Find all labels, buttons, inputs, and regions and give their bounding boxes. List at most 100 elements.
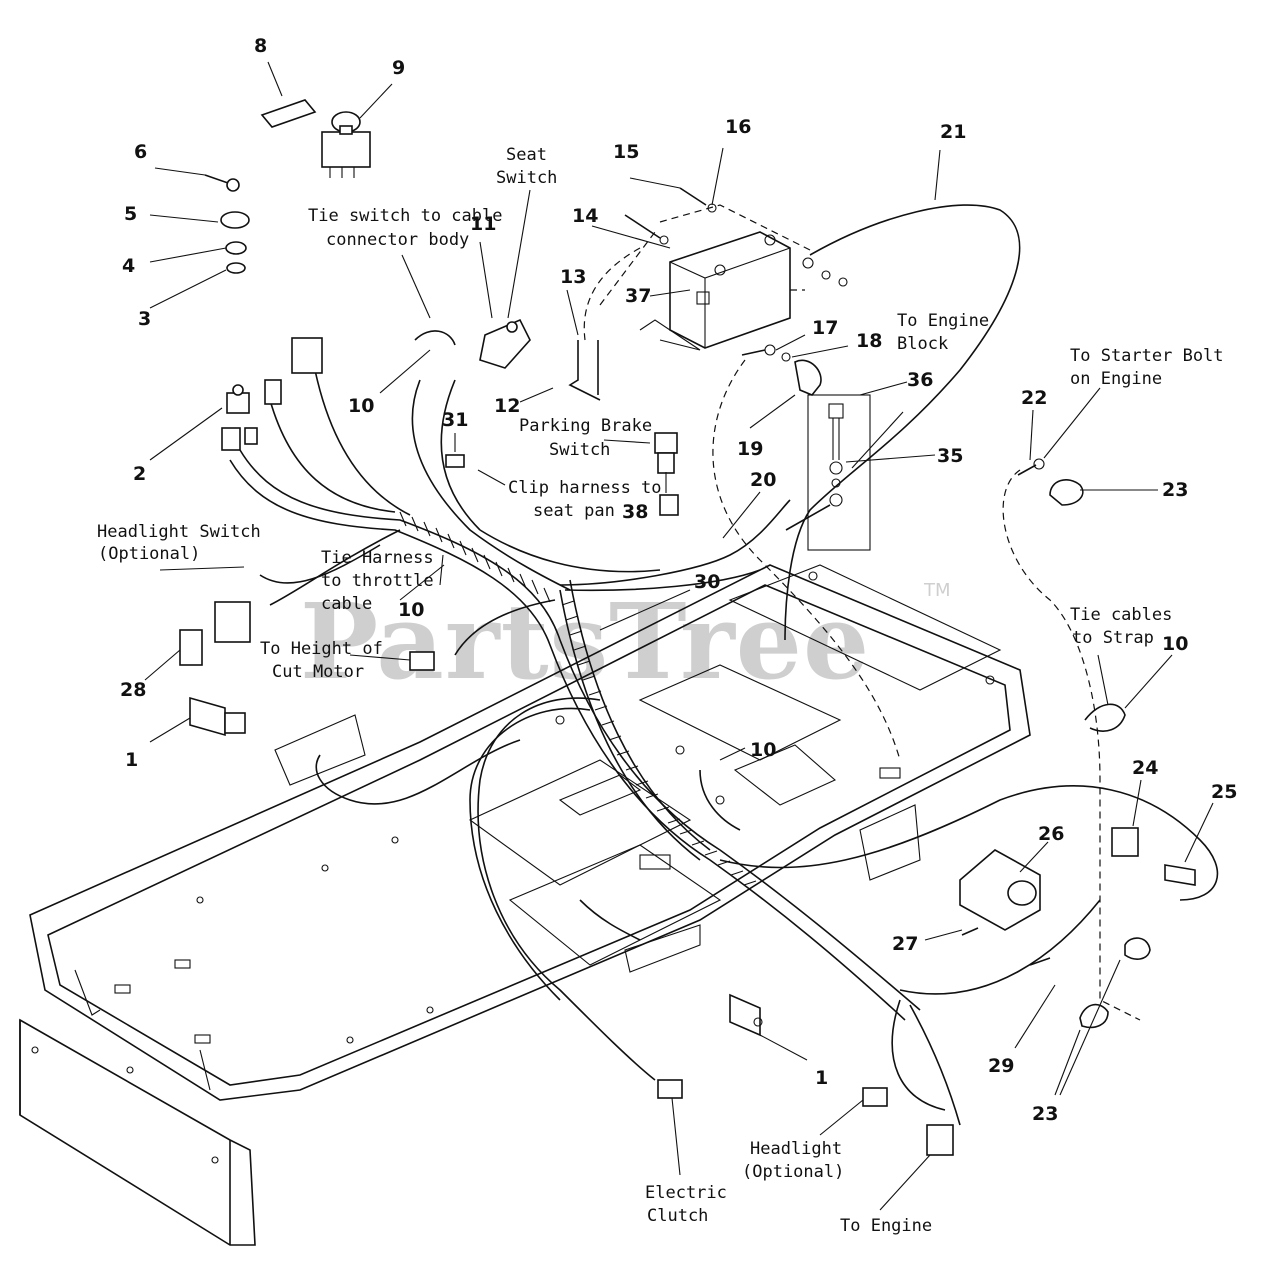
engine-block-bolt <box>828 403 844 507</box>
callout-16: 16 <box>725 116 751 138</box>
part-26-solenoid <box>959 849 1041 931</box>
callout-26: 26 <box>1038 823 1064 845</box>
callout-6: 6 <box>134 141 147 163</box>
connector-b <box>264 379 282 405</box>
label-headlight-1: Headlight <box>750 1139 842 1159</box>
callout-23-a: 23 <box>1162 479 1188 501</box>
part-23-boot-top <box>1049 479 1084 506</box>
headlight-connector <box>862 1087 888 1107</box>
callout-36: 36 <box>907 369 933 391</box>
part-5-bezel <box>220 211 250 229</box>
part-2-ignition-switch <box>221 384 258 451</box>
label-clip-2: seat pan <box>533 501 615 521</box>
watermark-tm: TM <box>923 580 951 601</box>
part-31-clip <box>445 454 465 468</box>
part-38-connector <box>659 494 679 516</box>
label-headlight-switch-2: (Optional) <box>98 544 200 564</box>
callout-21: 21 <box>940 121 966 143</box>
label-parking-2: Switch <box>549 440 610 460</box>
callouts: 8 9 6 5 4 3 11 10 2 13 12 31 14 15 16 37… <box>120 35 1237 1125</box>
height-cut-connector <box>409 651 435 671</box>
connector-a <box>291 337 323 374</box>
callout-27: 27 <box>892 933 918 955</box>
callout-24: 24 <box>1132 757 1158 779</box>
callout-29: 29 <box>988 1055 1014 1077</box>
callout-19: 19 <box>737 438 763 460</box>
label-starter-2: on Engine <box>1070 369 1162 389</box>
part-22-bolt <box>1017 464 1037 476</box>
part-8-cover <box>260 99 317 128</box>
part-10-tie-strap <box>414 330 456 346</box>
callout-1-a: 1 <box>125 749 138 771</box>
label-height-cut-2: Cut Motor <box>272 662 364 682</box>
callout-10-b: 10 <box>1162 633 1188 655</box>
part-13-rod <box>568 340 601 401</box>
part-6-key <box>204 174 240 192</box>
label-parking-1: Parking Brake <box>519 416 652 436</box>
electric-clutch-connector <box>657 1079 683 1099</box>
part-24-switch <box>1111 827 1139 857</box>
part-27-screw <box>961 927 979 936</box>
cable-21 <box>784 204 1021 641</box>
callout-18: 18 <box>856 330 882 352</box>
part-3-washer <box>226 262 246 274</box>
label-tie-harness-1: Tie Harness <box>321 548 434 568</box>
callout-10-c: 10 <box>398 599 424 621</box>
strap-10-right <box>1084 703 1126 732</box>
label-clip-1: Clip harness to <box>508 478 662 498</box>
part-23-boot-b <box>1079 1003 1109 1029</box>
label-clutch-2: Clutch <box>647 1206 708 1226</box>
label-seat-switch-2: Switch <box>496 168 557 188</box>
callout-8: 8 <box>254 35 267 57</box>
callout-11: 11 <box>470 213 496 235</box>
part-23-boot-a <box>1124 937 1151 960</box>
label-tie-cables-2: to Strap <box>1072 628 1154 648</box>
label-tie-switch-1: Tie switch to cable <box>308 206 502 226</box>
battery-strap-outline <box>583 247 641 341</box>
headlight-switch-connector <box>214 601 251 643</box>
conduit-wrap <box>399 511 757 886</box>
callout-23-b: 23 <box>1032 1103 1058 1125</box>
callout-14: 14 <box>572 205 598 227</box>
label-height-cut-1: To Height of <box>260 639 383 659</box>
callout-1-b: 1 <box>815 1067 828 1089</box>
label-headlight-2: (Optional) <box>742 1162 844 1182</box>
part-28-rocker-switch <box>179 629 203 666</box>
main-harness <box>229 369 1219 1126</box>
label-seat-switch-1: Seat <box>506 145 547 165</box>
label-engine-block-2: Block <box>897 334 948 354</box>
callout-31: 31 <box>442 409 468 431</box>
callout-20: 20 <box>750 469 776 491</box>
callout-17: 17 <box>812 317 838 339</box>
label-to-engine: To Engine <box>840 1216 932 1236</box>
callout-30: 30 <box>694 571 720 593</box>
part-9-pto-switch <box>321 111 371 178</box>
callout-9: 9 <box>392 57 405 79</box>
part-25-connector <box>1164 864 1196 886</box>
part-1-light <box>189 696 246 737</box>
callout-10-a: 10 <box>348 395 374 417</box>
label-starter-1: To Starter Bolt <box>1070 346 1224 366</box>
label-clutch-1: Electric <box>645 1183 727 1203</box>
callout-28: 28 <box>120 679 146 701</box>
to-engine-connector <box>926 1124 954 1156</box>
label-headlight-switch-1: Headlight Switch <box>97 522 261 542</box>
callout-25: 25 <box>1211 781 1237 803</box>
callout-12: 12 <box>494 395 520 417</box>
starter-cable <box>1002 469 1141 1021</box>
part-29-bolt <box>1029 957 1051 966</box>
label-tie-harness-2: to throttle <box>321 571 434 591</box>
part-11-seat-switch <box>479 318 531 369</box>
label-tie-switch-2: connector body <box>326 230 469 250</box>
callout-22: 22 <box>1021 387 1047 409</box>
watermark-text: PartsTree <box>300 580 870 703</box>
leader-lines <box>144 61 1214 1211</box>
callout-13: 13 <box>560 266 586 288</box>
callout-4: 4 <box>122 255 135 277</box>
parking-brake-switch <box>654 432 678 474</box>
text-labels: Seat Switch Tie switch to cable connecto… <box>97 145 1224 1236</box>
battery-hardware <box>624 187 848 396</box>
part-4-nut <box>225 241 247 255</box>
callout-10-d: 10 <box>750 739 776 761</box>
